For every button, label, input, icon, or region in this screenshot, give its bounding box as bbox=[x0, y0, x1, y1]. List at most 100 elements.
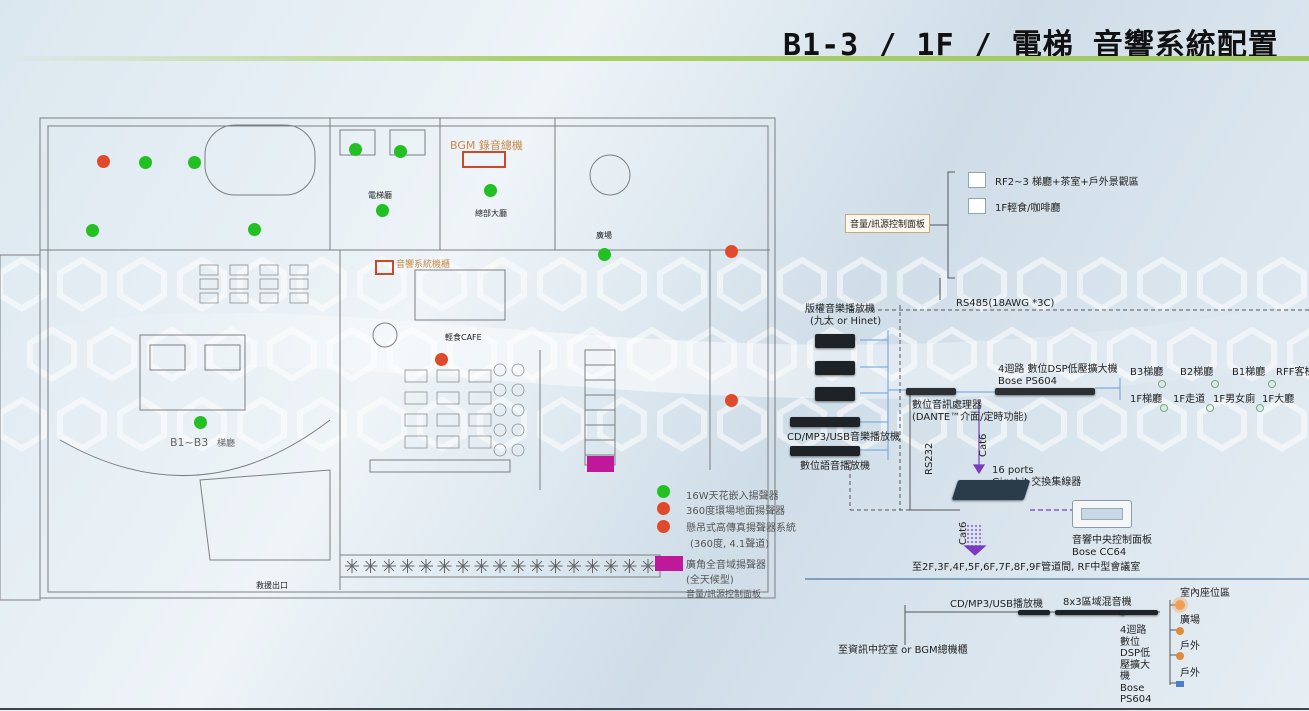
indoor-zone-label: 室內座位區 bbox=[1180, 588, 1230, 599]
zone-speaker-icon bbox=[1206, 404, 1214, 412]
outdoor-speaker-a-icon bbox=[1176, 652, 1184, 660]
exit-label: 救援出口 bbox=[256, 581, 288, 590]
floor-speaker-marker bbox=[725, 245, 738, 258]
zone-speaker-icon bbox=[1160, 404, 1168, 412]
amp2-line: 壓擴大 bbox=[1120, 659, 1150, 671]
floor-speaker-marker bbox=[435, 353, 448, 366]
legend-item-4: (360度, 4.1聲道) bbox=[690, 539, 770, 550]
amp2-icon bbox=[1120, 610, 1158, 615]
licensed-player-2-icon bbox=[815, 361, 855, 375]
ceiling-speaker-marker bbox=[248, 223, 261, 236]
plaza-zone-label: 廣場 bbox=[1180, 615, 1200, 626]
legend-item-2: 360度環場地面揚聲器 bbox=[686, 506, 786, 517]
ceiling-speaker-marker bbox=[376, 204, 389, 217]
outdoor-a-label: 戶外 bbox=[1180, 641, 1200, 652]
zone-label: B1梯廳 bbox=[1232, 367, 1266, 378]
licensed-player-3-icon bbox=[815, 387, 855, 401]
ceiling-speaker-marker bbox=[194, 416, 207, 429]
plaza-label: 廣場 bbox=[596, 231, 612, 240]
ceiling-speaker-marker bbox=[349, 143, 362, 156]
cafe-label: 輕食CAFE bbox=[445, 333, 482, 342]
floors-label: 至2F,3F,4F,5F,6F,7F,8F,9F管道間, RF中型會議室 bbox=[912, 562, 1141, 573]
amp2-line: DSP低 bbox=[1120, 648, 1151, 659]
floor-speaker-marker bbox=[725, 394, 738, 407]
dsp-processor-sub: (DANTE™介面/定時功能) bbox=[912, 412, 1028, 423]
cat6-upper-label: Cat6 bbox=[978, 433, 989, 457]
floor-speaker-marker bbox=[97, 155, 110, 168]
central-control-panel-icon bbox=[1072, 500, 1132, 528]
ceiling-speaker-marker bbox=[139, 156, 152, 169]
central-panel-label: 音響中央控制面板 bbox=[1072, 535, 1152, 546]
zone-label: 1F走道 bbox=[1173, 394, 1206, 405]
zone-speaker-icon bbox=[1256, 404, 1264, 412]
legend-floor-speaker-icon bbox=[657, 502, 670, 515]
amp2-line: 4迴路 bbox=[1120, 625, 1147, 636]
dsp-processor-icon bbox=[906, 388, 956, 395]
outdoor-speaker-b-icon bbox=[1176, 681, 1184, 687]
zone-label-rf: RFF客梯 bbox=[1276, 367, 1309, 378]
lobby-label: 總部大廳 bbox=[475, 209, 507, 218]
wall-panel-1f-icon bbox=[968, 198, 986, 214]
zone-label: B2梯廳 bbox=[1180, 367, 1214, 378]
switch-title-label: Gigabit 交換集線器 bbox=[992, 477, 1082, 488]
dsp-processor-label: 數位音訊處理器 bbox=[912, 400, 982, 411]
cd-usb-label: CD/MP3/USB播放機 bbox=[950, 599, 1043, 610]
b1b3-label: B1~B3 bbox=[170, 436, 209, 449]
legend-pendant-speaker-icon bbox=[657, 520, 670, 533]
zone-label: B3梯廳 bbox=[1130, 367, 1164, 378]
rs485-label: RS485(18AWG *3C) bbox=[956, 298, 1055, 309]
amp2-line: PS604 bbox=[1120, 694, 1152, 705]
cd-player-icon bbox=[790, 417, 860, 427]
zone-speaker-icon bbox=[1268, 380, 1276, 388]
zone-label: 1F梯廳 bbox=[1130, 394, 1163, 405]
elevator-hall-label: 電梯廳 bbox=[368, 191, 392, 200]
cd-usb-icon bbox=[1018, 610, 1050, 615]
amp-title-label: 4迴路 數位DSP低壓擴大機 bbox=[998, 364, 1118, 375]
zone-speaker-icon bbox=[1158, 380, 1166, 388]
legend-item-1: 16W天花嵌入揚聲器 bbox=[686, 491, 779, 502]
legend-item-6: (全天候型) bbox=[686, 575, 734, 586]
amp2-line: 數位 bbox=[1120, 636, 1140, 648]
legend-item-5: 廣角全音域揚聲器 bbox=[686, 560, 766, 571]
ceiling-speaker-marker bbox=[188, 156, 201, 169]
digital-player-label: 數位語音播放機 bbox=[800, 461, 870, 472]
licensed-player-sub: (九太 or Hinet) bbox=[810, 316, 882, 327]
zone-1f-food-label: 1F輕食/咖啡廳 bbox=[995, 203, 1061, 214]
ceiling-speaker-marker bbox=[86, 224, 99, 237]
legend-item-3: 懸吊式高傳真揚聲器系統 bbox=[686, 523, 796, 534]
to-room-label: 至資訊中控室 or BGM總機櫃 bbox=[838, 645, 968, 656]
legend-wide-speaker-icon bbox=[655, 556, 683, 571]
bgm-room-label: BGM 錄音總機 bbox=[450, 139, 523, 152]
indoor-speaker-icon bbox=[1175, 600, 1185, 610]
amp-icon bbox=[995, 388, 1095, 395]
volume-control-panel: 音量/訊源控制面板 bbox=[845, 214, 931, 233]
ceiling-speaker-marker bbox=[394, 145, 407, 158]
network-switch-icon bbox=[951, 480, 1031, 500]
amp2-line: Bose bbox=[1120, 682, 1145, 694]
legend-item-7: 音量/訊源控制面板 bbox=[686, 590, 762, 600]
amp2-line: 機 bbox=[1120, 671, 1130, 682]
plaza-speaker-icon bbox=[1176, 627, 1184, 635]
digital-player-icon bbox=[790, 446, 860, 456]
amp-model-label: Bose PS604 bbox=[998, 376, 1057, 387]
b1b3-sub-label: 梯廳 bbox=[217, 439, 236, 449]
switch-ports-label: 16 ports bbox=[992, 465, 1034, 476]
wall-panel-rf-icon bbox=[968, 172, 986, 188]
ceiling-speaker-marker bbox=[598, 248, 611, 261]
zone-label: 1F大廳 bbox=[1262, 394, 1295, 405]
zone-rf23-label: RF2~3 梯廳+茶室+戶外景觀區 bbox=[995, 177, 1139, 188]
mixer-icon bbox=[1055, 610, 1125, 615]
machine-room-label: 音響系統機櫃 bbox=[396, 260, 451, 270]
licensed-player-1-icon bbox=[815, 334, 855, 348]
mixer-label: 8x3區域混音機 bbox=[1063, 597, 1132, 608]
cat6-lower-label: Cat6 bbox=[958, 521, 969, 545]
zone-label: 1F男女廁 bbox=[1213, 394, 1256, 405]
rs232-label: RS232 bbox=[924, 442, 935, 475]
zone-speaker-icon bbox=[1211, 380, 1219, 388]
legend-ceiling-speaker-icon bbox=[657, 485, 670, 498]
cd-player-label: CD/MP3/USB音樂播放機 bbox=[787, 432, 900, 443]
licensed-player-label: 版權音樂播放機 bbox=[805, 304, 875, 315]
